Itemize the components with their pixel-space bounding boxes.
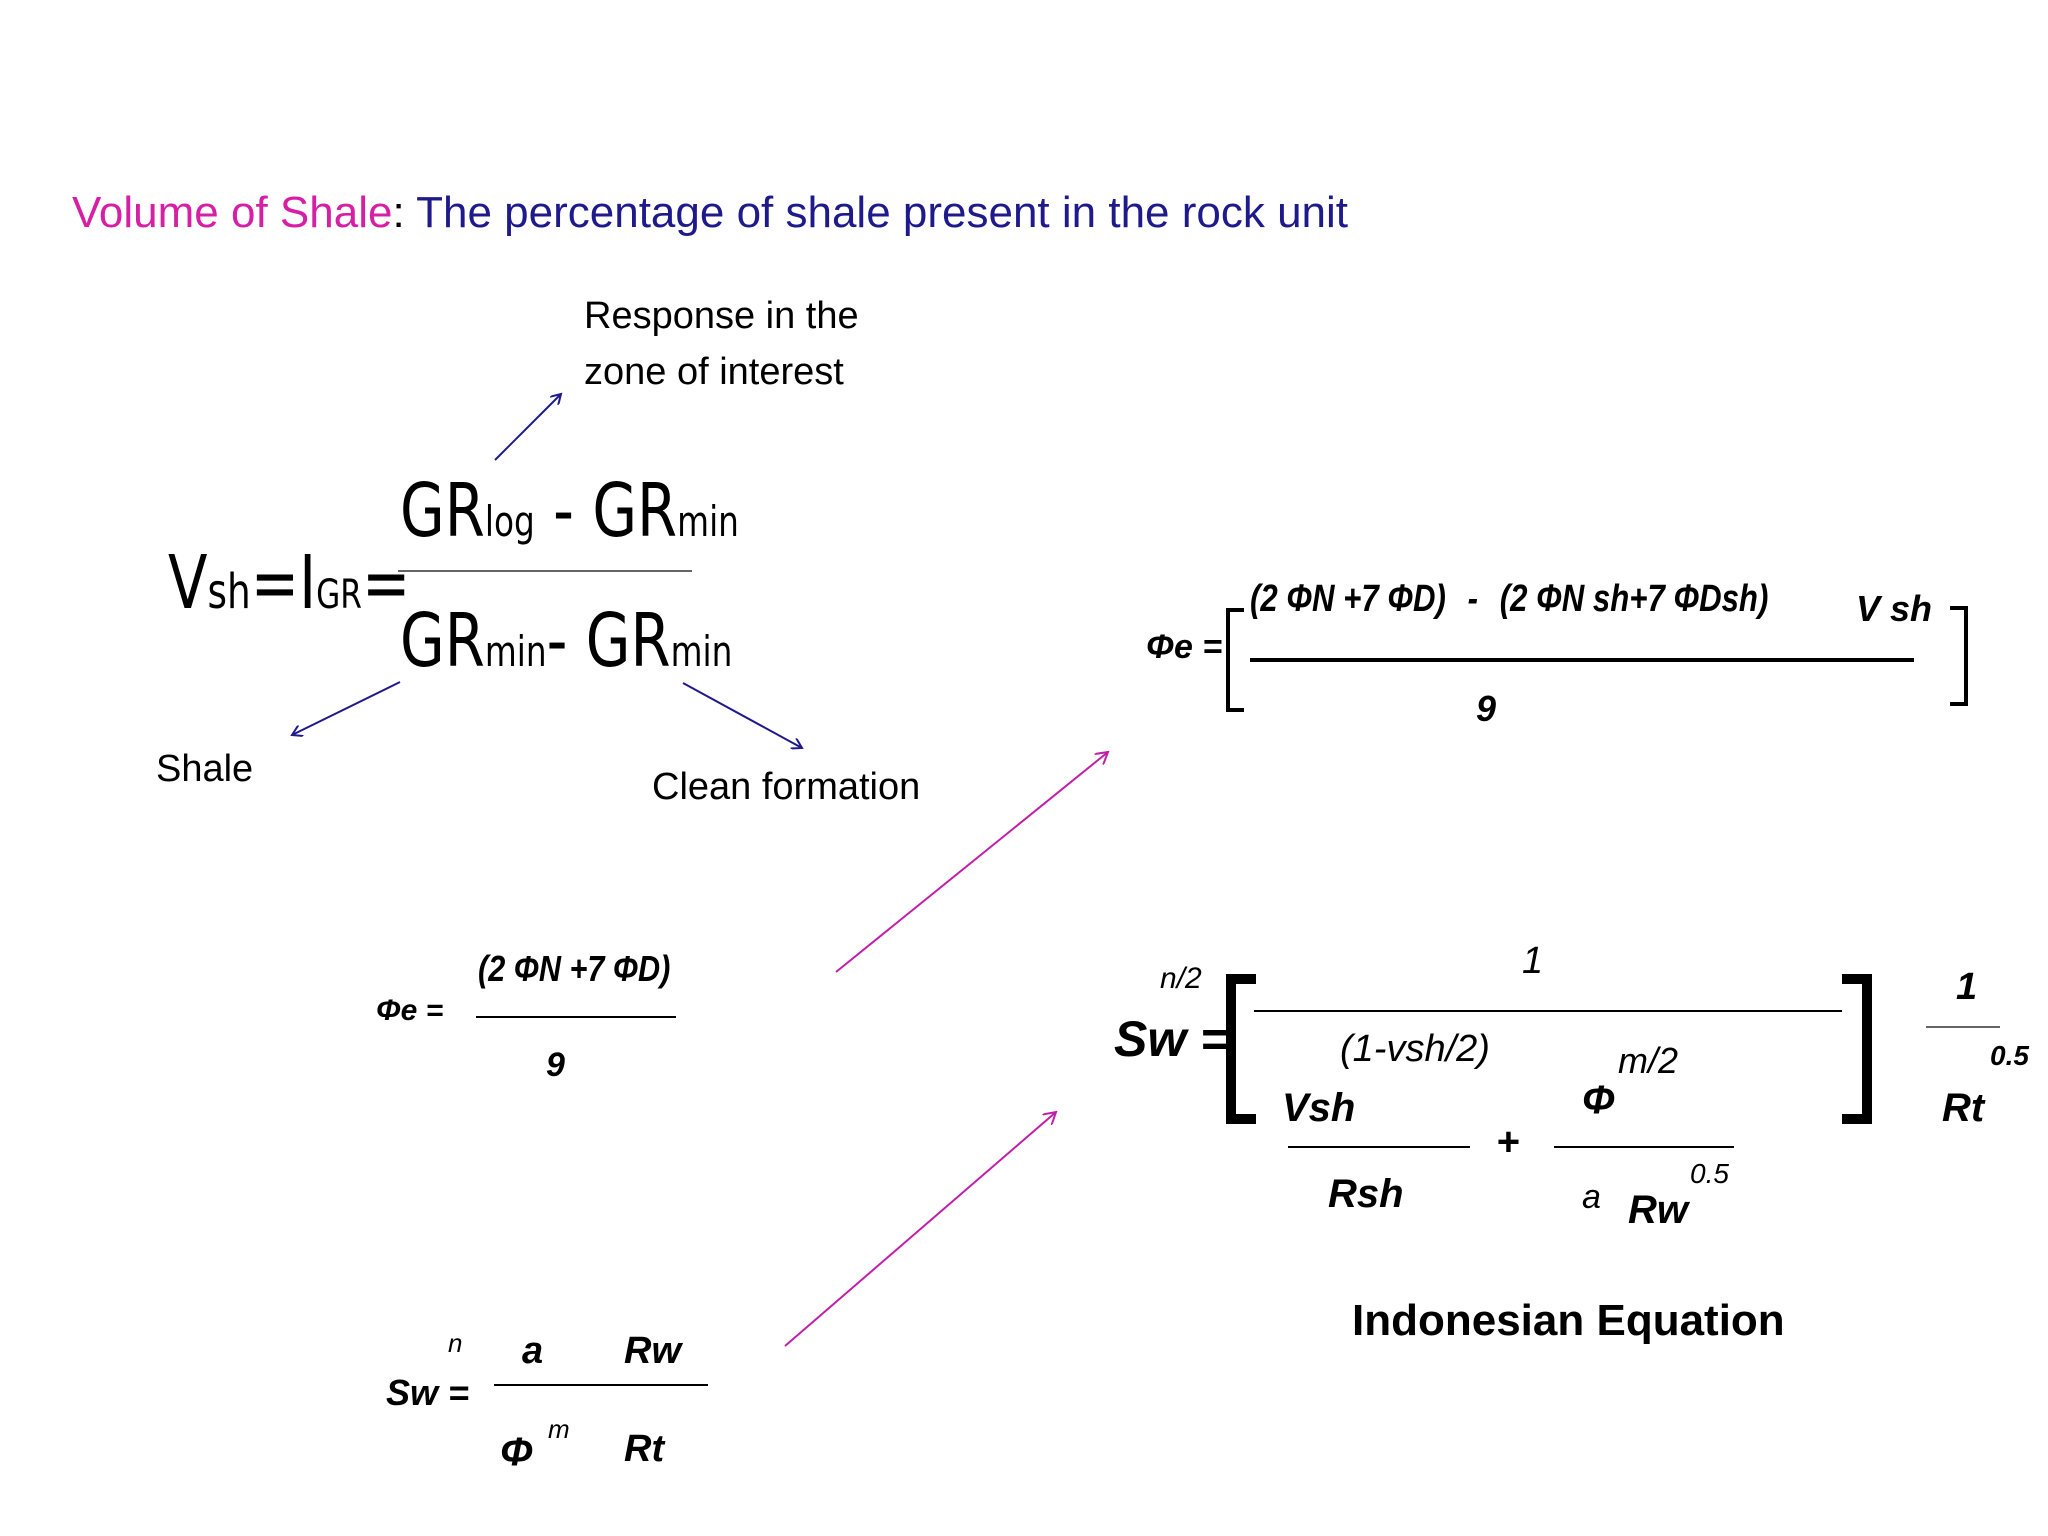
phie-shaly-numerator: (2 ΦN +7 ΦD) - (2 ΦN sh+7 ΦDsh) [1250, 578, 1768, 621]
vsh-lhs: Vsh=IGR= [168, 540, 410, 626]
response-line1: Response in the [584, 295, 859, 337]
indo-one: 1 [1522, 940, 1544, 982]
clean-formation-label: Clean formation [652, 766, 921, 808]
vsh-numerator: GRlog - GRmin [400, 468, 739, 554]
archie-m: m [548, 1414, 570, 1444]
arrow-to-clean [682, 682, 802, 748]
indo-phi-fraction-bar [1554, 1146, 1734, 1148]
indo-n2: n/2 [1160, 962, 1202, 995]
indo-vsh: Vsh [1282, 1086, 1356, 1130]
den-a-sub: min [484, 627, 547, 676]
indo-rw: Rw [1628, 1188, 1688, 1232]
num-minus: - [553, 468, 574, 554]
phie-shaly-num-a: (2 ΦN +7 ΦD) [1250, 578, 1446, 620]
indo-half: 0.5 [1690, 1158, 1729, 1189]
shale-label: Shale [156, 748, 254, 790]
indo-main-fraction-bar [1254, 1010, 1842, 1012]
indo-phi: Φ [1582, 1078, 1615, 1122]
arrow-sw-to-indonesian [784, 1112, 1056, 1347]
phie-shaly-left-bracket [1226, 608, 1244, 712]
phie-shaly-lhs: Φe = [1146, 628, 1223, 666]
phie-shaly-minus: - [1467, 578, 1478, 620]
indo-rsh: Rsh [1328, 1172, 1404, 1216]
phie-shaly-num-b: (2 ΦN sh+7 ΦDsh) [1499, 578, 1769, 620]
phie-shaly-denominator: 9 [1476, 688, 1497, 729]
den-b-sub: min [670, 627, 733, 676]
arrow-to-shale [292, 681, 401, 735]
num-a-sub: log [484, 497, 535, 546]
phie-shaly-fraction-bar [1250, 658, 1914, 662]
vsh-lhs-main: V [168, 540, 208, 626]
arrow-phie-to-shaly [835, 752, 1108, 973]
indo-rt-fraction-bar [1926, 1026, 2000, 1028]
title-definition: The percentage of shale present in the r… [416, 188, 1349, 237]
indo-plus: + [1496, 1120, 1520, 1164]
arrow-to-response [494, 394, 561, 461]
phie-fraction-bar [476, 1016, 676, 1018]
archie-rw: Rw [624, 1330, 681, 1372]
title-term: Volume of Shale [72, 188, 393, 237]
indo-lhs: Sw = [1114, 1011, 1230, 1067]
num-b-sub: min [677, 497, 739, 546]
archie-lhs: Sw = [386, 1372, 470, 1413]
archie-fraction-bar [494, 1384, 708, 1386]
num-a: GR [400, 468, 485, 554]
slide-title: Volume of Shale: The percentage of shale… [72, 188, 1348, 238]
indo-exp-vsh: (1-vsh/2) [1340, 1028, 1490, 1070]
indo-vsh-fraction-bar [1288, 1146, 1470, 1148]
response-line2: zone of interest [584, 351, 844, 393]
phie-numerator: (2 ΦN +7 ΦD) [478, 948, 671, 989]
indo-m2: m/2 [1618, 1040, 1679, 1081]
den-minus: - [546, 598, 568, 684]
vsh-lhs-sub: sh [207, 564, 251, 620]
phie-shaly-right-bracket [1950, 606, 1968, 706]
phie-shaly-vsh: V sh [1856, 588, 1933, 629]
vsh-denominator: GRmin- GRmin [400, 598, 732, 684]
archie-phi: Φ [500, 1430, 533, 1474]
num-b: GR [592, 468, 678, 554]
igr-sub: GR [316, 572, 362, 618]
archie-a: a [522, 1330, 544, 1372]
indo-rt-half: 0.5 [1990, 1040, 2029, 1071]
indo-rt-one: 1 [1956, 966, 1978, 1008]
response-label: Response in the zone of interest [584, 288, 859, 400]
indo-left-bracket [1226, 974, 1256, 1124]
vsh-fraction-bar [398, 570, 692, 572]
igr-main: I [299, 540, 317, 626]
phie-lhs: Φe = [376, 994, 444, 1027]
indo-a: a [1582, 1178, 1601, 1216]
phie-denominator: 9 [546, 1046, 565, 1084]
indo-rt: Rt [1942, 1086, 1985, 1130]
vsh-eq2: = [361, 540, 411, 626]
indo-right-bracket [1842, 974, 1872, 1124]
archie-rt: Rt [624, 1428, 665, 1470]
title-colon: : [392, 188, 405, 237]
den-b: GR [585, 598, 671, 684]
archie-n: n [448, 1328, 463, 1358]
vsh-eq1: = [250, 540, 300, 626]
den-a: GR [400, 598, 485, 684]
indonesian-equation-label: Indonesian Equation [1352, 1296, 1785, 1345]
